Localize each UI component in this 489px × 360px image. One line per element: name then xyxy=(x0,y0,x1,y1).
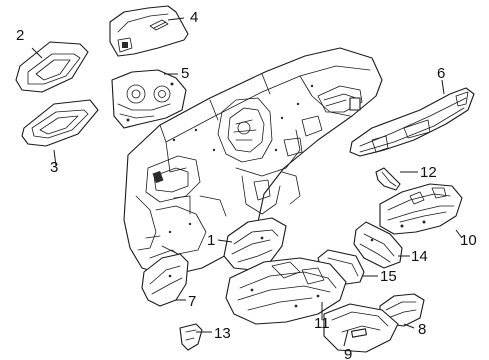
leader-10 xyxy=(455,229,463,239)
part-14-lower-panel xyxy=(353,221,403,269)
part-10-glovebox-frame xyxy=(379,183,463,235)
callout-4: 4 xyxy=(190,9,198,26)
callout-2: 2 xyxy=(16,27,24,44)
callout-8: 8 xyxy=(418,321,426,338)
callout-3: 3 xyxy=(50,159,58,176)
part-11-lower-trim xyxy=(225,257,347,325)
part-3-trim-ring xyxy=(21,99,99,147)
leader-9 xyxy=(343,329,349,347)
callout-7: 7 xyxy=(188,293,196,310)
part-9-glovebox-door xyxy=(323,303,399,353)
part-12-bracket xyxy=(375,167,401,191)
callout-5: 5 xyxy=(181,65,189,82)
part-4-vent-cover xyxy=(109,5,189,57)
part-2-bezel xyxy=(15,41,89,93)
callout-12: 12 xyxy=(420,164,437,181)
leader-3 xyxy=(53,149,57,167)
callout-labels: 2 3 4 5 6 12 10 14 15 1 7 11 8 9 13 xyxy=(16,9,477,360)
callout-13: 13 xyxy=(214,325,231,342)
leader-2 xyxy=(31,47,43,59)
callout-9: 9 xyxy=(344,346,352,360)
part-1-cluster-shroud xyxy=(223,217,287,271)
leader-8 xyxy=(403,323,415,329)
callout-15: 15 xyxy=(380,268,397,285)
part-7-end-cap xyxy=(141,253,189,307)
leader-4 xyxy=(167,17,185,21)
callout-11: 11 xyxy=(314,315,330,332)
callout-1: 1 xyxy=(207,232,215,249)
leader-lines xyxy=(31,17,463,347)
part-5-vent-bracket xyxy=(111,69,187,129)
leader-1 xyxy=(217,239,233,243)
callout-10: 10 xyxy=(460,232,477,249)
part-6-trim-panel xyxy=(349,87,475,157)
callout-6: 6 xyxy=(437,65,445,82)
callout-14: 14 xyxy=(411,248,428,265)
part-13-clip xyxy=(179,323,203,351)
leader-6 xyxy=(441,79,445,95)
